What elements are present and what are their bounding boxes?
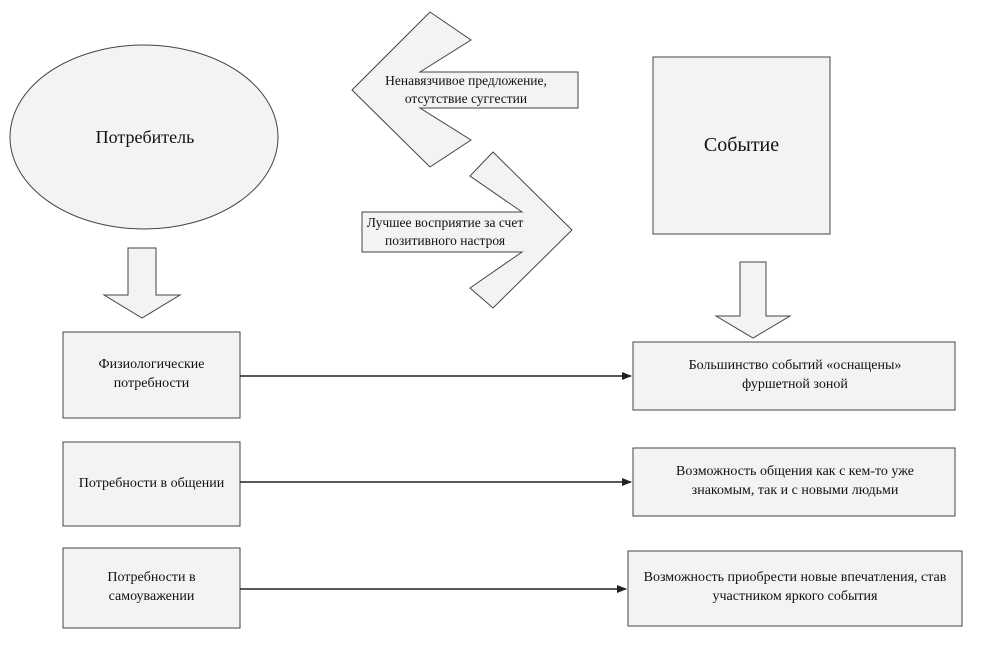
event-label: Событие [703, 133, 780, 156]
outcome-impressions-label: Возможность приобрести новые впечатления… [643, 570, 947, 604]
chevron-left-arrow [351, 11, 579, 168]
outcome-box-impressions [627, 550, 963, 627]
outcome-box-communication [632, 447, 956, 517]
outcome-buffet-label: Большинство событий «оснащены» фуршетной… [688, 358, 902, 392]
need-box-physiological [62, 331, 241, 419]
outcome-communication-label: Возможность общения как с кем-то уже зна… [676, 464, 914, 498]
down-arrow-consumer [102, 247, 182, 319]
down-arrow-event [714, 261, 792, 339]
event-box [652, 56, 831, 235]
need-self-esteem-label: Потребности в самоуважении [107, 570, 196, 604]
need-box-self-esteem [62, 547, 241, 629]
need-physiological-label: Физиологические потребности [98, 357, 205, 391]
need-communication-label: Потребности в общении [78, 475, 225, 491]
consumer-label: Потребитель [95, 126, 195, 147]
chevron-right-arrow [361, 151, 573, 309]
consumer-ellipse [9, 44, 279, 230]
outcome-box-buffet [632, 341, 956, 411]
right-arrow-text: Лучшее восприятие за счет позитивного на… [366, 214, 524, 248]
need-box-communication [62, 441, 241, 527]
left-arrow-text: Ненавязчивое предложение, отсутствие суг… [385, 72, 547, 106]
